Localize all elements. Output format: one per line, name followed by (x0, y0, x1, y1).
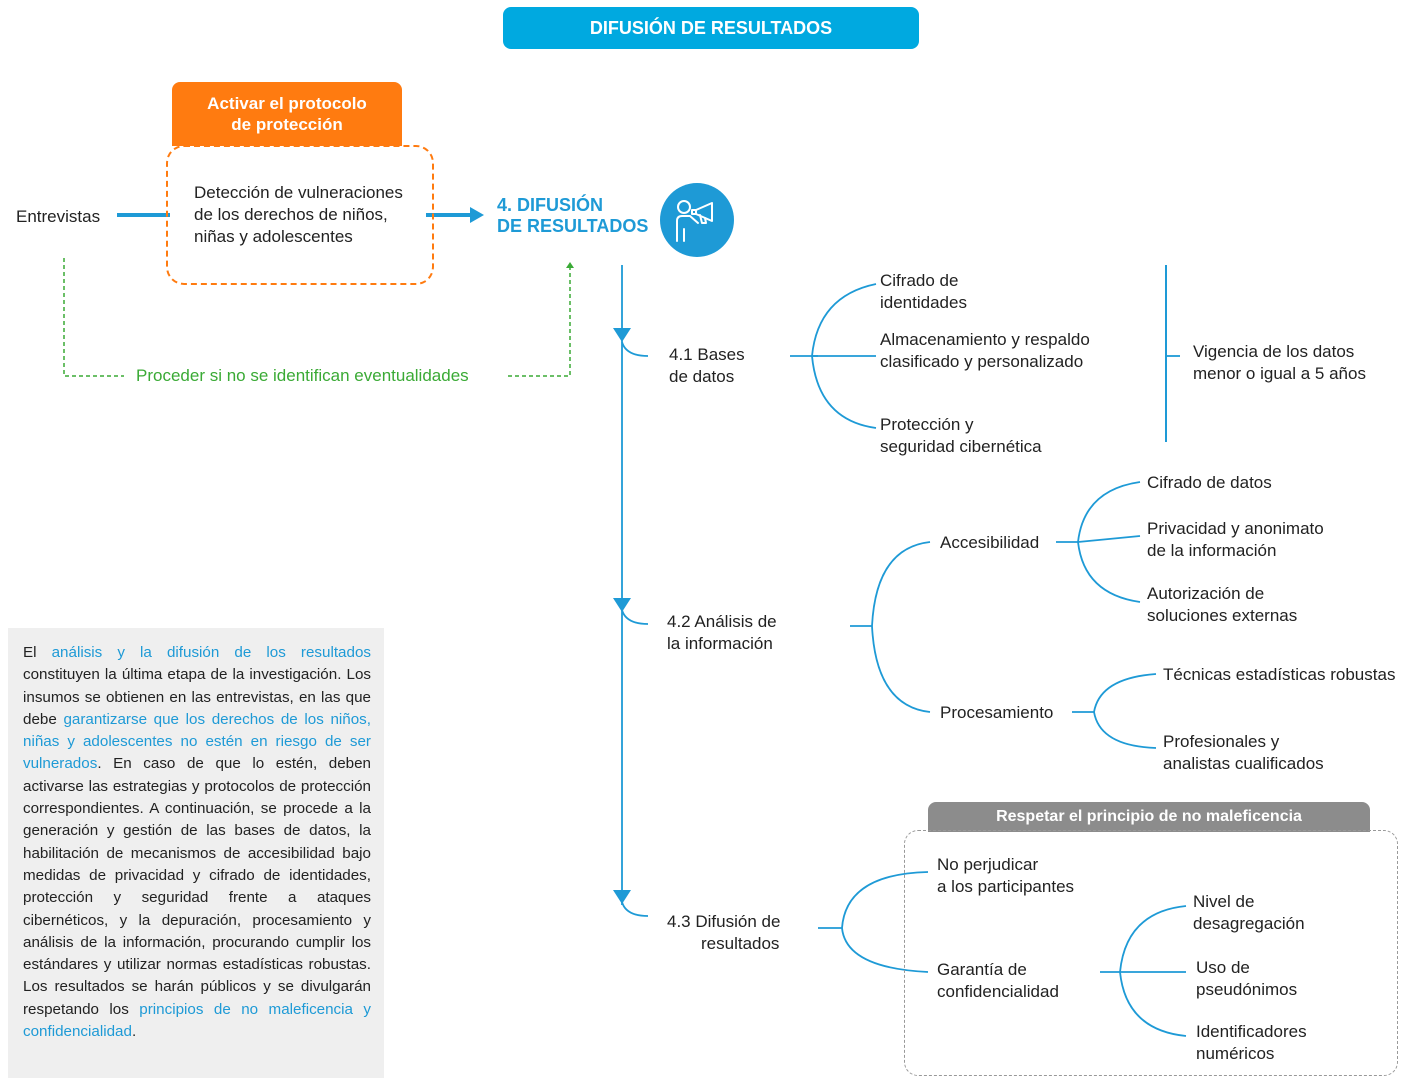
note-text: . En caso de que lo estén, deben activar… (23, 755, 371, 1018)
branch-4-2-line: 4.2 Análisis de (667, 612, 777, 631)
leaf-profesionales: Profesionales y analistas cualificados (1163, 731, 1324, 775)
leaf-line: soluciones externas (1147, 606, 1298, 625)
node-garantia: Garantía de confidencialidad (937, 959, 1059, 1003)
leaf-identificadores: Identificadores numéricos (1196, 1021, 1307, 1065)
megaphone-person-icon (660, 183, 734, 257)
leaf-pseudonimos: Uso de pseudónimos (1196, 957, 1297, 1001)
leaf-line: de la información (1147, 541, 1277, 560)
node-line: a los participantes (937, 877, 1075, 896)
leaf-line: Uso de (1196, 958, 1250, 977)
leaf-line: Profesionales y (1163, 732, 1280, 751)
step-title: 4. DIFUSIÓN DE RESULTADOS (497, 195, 648, 237)
protocol-body-line: niñas y adolescentes (194, 227, 353, 246)
branch-4-1-label: 4.1 Bases de datos (669, 344, 745, 388)
branch-4-1-line: de datos (669, 367, 735, 386)
leaf-line: Nivel de (1193, 892, 1255, 911)
leaf-line: clasificado y personalizado (880, 352, 1084, 371)
branch-4-3-line: 4.3 Difusión de (667, 912, 781, 931)
protocol-body-line: Detección de vulneraciones (194, 183, 403, 202)
leaf-cifrado-datos: Cifrado de datos (1147, 472, 1272, 494)
leaf-tecnicas: Técnicas estadísticas robustas (1163, 664, 1395, 686)
proceed-label: Proceder si no se identifican eventualid… (136, 366, 469, 385)
protocol-box (166, 145, 434, 285)
leaf-line: Técnicas estadísticas robustas (1163, 665, 1396, 684)
leaf-privacidad: Privacidad y anonimato de la información (1147, 518, 1324, 562)
leaf-line: seguridad cibernética (880, 437, 1042, 456)
leaf-line: Privacidad y anonimato (1147, 519, 1324, 538)
note-text: El (23, 644, 52, 661)
leaf-line: Protección y (880, 415, 974, 434)
node-line: Garantía de (937, 960, 1027, 979)
node-line: No perjudicar (937, 855, 1039, 874)
note-highlight: principios de no maleficencia y confiden… (23, 1000, 371, 1041)
leaf-line: pseudónimos (1196, 980, 1298, 999)
start-label: Entrevistas (16, 207, 101, 226)
leaf-line: Cifrado de (880, 271, 959, 290)
leaf-nivel: Nivel de desagregación (1193, 891, 1305, 935)
leaf-line: desagregación (1193, 914, 1305, 933)
leaf-almacenamiento: Almacenamiento y respaldo clasificado y … (880, 329, 1090, 373)
page-title: DIFUSIÓN DE RESULTADOS (589, 17, 833, 38)
leaf-autorizacion: Autorización de soluciones externas (1147, 583, 1297, 627)
maleficencia-box (904, 830, 1398, 1076)
vigencia-note: Vigencia de los datos menor o igual a 5 … (1193, 341, 1366, 385)
leaf-cifrado-identidades: Cifrado de identidades (880, 270, 967, 314)
leaf-line: Almacenamiento y respaldo (880, 330, 1090, 349)
note-text: constituyen la última etapa de la invest… (23, 666, 371, 728)
vigencia-line: Vigencia de los datos (1193, 342, 1355, 361)
explanation-note: El análisis y la difusión de los resulta… (8, 628, 384, 1078)
protocol-title-line1: Activar el protocolo (207, 94, 367, 113)
step-title-line1: 4. DIFUSIÓN (497, 195, 604, 215)
leaf-proteccion: Protección y seguridad cibernética (880, 414, 1042, 458)
leaf-line: identidades (880, 293, 967, 312)
protocol-title-line2: de protección (231, 115, 343, 134)
branch-4-1-line: 4.1 Bases (669, 345, 745, 364)
node-line: confidencialidad (937, 982, 1059, 1001)
node-accesibilidad: Accesibilidad (940, 533, 1040, 552)
vigencia-line: menor o igual a 5 años (1193, 364, 1366, 383)
maleficencia-header: Respetar el principio de no maleficencia (928, 802, 1370, 832)
branch-4-2-line: la información (667, 634, 773, 653)
protocol-body-line: de los derechos de niños, (194, 205, 388, 224)
branch-4-3-label: 4.3 Difusión de resultados (667, 911, 780, 955)
branch-4-2-label: 4.2 Análisis de la información (667, 611, 777, 655)
leaf-line: numéricos (1196, 1044, 1275, 1063)
node-no-perjudicar: No perjudicar a los participantes (937, 854, 1074, 898)
note-highlight: garantizarse que los derechos de los niñ… (23, 710, 371, 773)
leaf-line: Identificadores (1196, 1022, 1307, 1041)
leaf-line: Autorización de (1147, 584, 1265, 603)
branch-4-3-line: resultados (701, 934, 780, 953)
leaf-line: Cifrado de datos (1147, 473, 1272, 492)
protocol-body: Detección de vulneraciones de los derech… (194, 182, 403, 248)
protocol-header: Activar el protocolo de protección (172, 82, 402, 146)
leaf-line: analistas cualificados (1163, 754, 1324, 773)
step-title-line2: DE RESULTADOS (497, 216, 649, 236)
node-procesamiento: Procesamiento (940, 703, 1054, 722)
note-text: . (131, 1023, 137, 1041)
page-title-banner: DIFUSIÓN DE RESULTADOS (503, 7, 919, 49)
note-highlight: análisis y la difusión de los resultados (51, 644, 371, 661)
